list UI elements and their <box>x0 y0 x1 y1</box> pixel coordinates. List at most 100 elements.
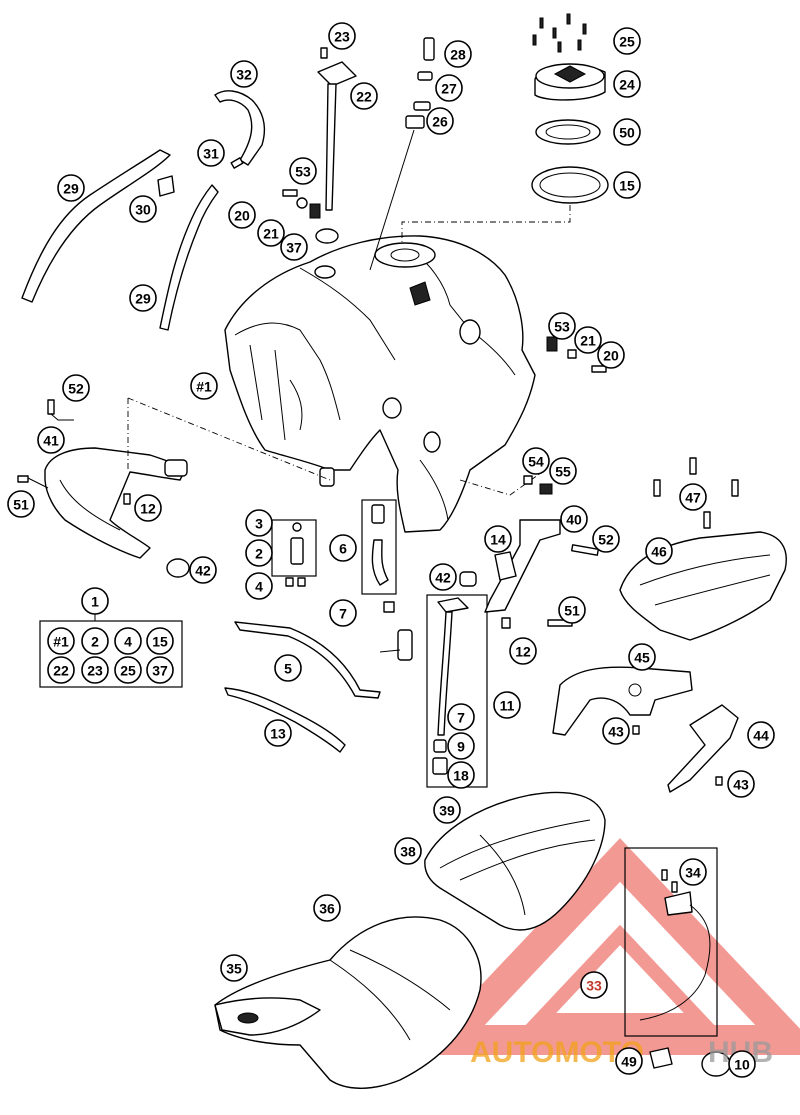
callout-bubble <box>264 719 292 747</box>
callout-bubble <box>7 490 35 518</box>
callout-bubble <box>280 233 308 261</box>
callout-c49: 49 <box>615 1047 643 1075</box>
callout-bubble <box>328 22 356 50</box>
callout-label: 41 <box>43 433 59 449</box>
callout-bubble <box>190 372 218 400</box>
passenger-seat <box>424 791 606 931</box>
reference-lines <box>127 397 546 496</box>
pump-screws <box>532 13 587 53</box>
kit-callout-bubble <box>114 627 142 655</box>
callout-label: 53 <box>554 319 570 335</box>
callout-c54: 54 <box>522 447 550 475</box>
callout-label: 26 <box>432 114 448 130</box>
callout-label: 53 <box>295 164 311 180</box>
callout-label: 13 <box>270 726 286 742</box>
callout-c7a: 7 <box>329 599 357 627</box>
callout-label: 49 <box>621 1054 637 1070</box>
callout-bubble <box>220 954 248 982</box>
callout-c3: 3 <box>245 509 273 537</box>
callout-bubble <box>560 505 588 533</box>
callout-c45: 45 <box>628 643 656 671</box>
callout-c42b: 42 <box>429 563 457 591</box>
callout-c15: 15 <box>613 171 641 199</box>
callout-label: 4 <box>255 579 263 595</box>
callout-c12a: 12 <box>134 494 162 522</box>
callout-label: 7 <box>339 606 347 622</box>
callout-c27: 27 <box>435 74 463 102</box>
kit-callout-label: #1 <box>53 634 69 650</box>
callout-label: 38 <box>400 844 416 860</box>
callout-c28: 28 <box>444 40 472 68</box>
callout-c53b: 53 <box>548 312 576 340</box>
callout-bubble <box>602 717 630 745</box>
callout-label: 1 <box>91 594 99 610</box>
callout-label: 5 <box>284 661 292 677</box>
callout-c35: 35 <box>220 954 248 982</box>
callout-label: 22 <box>356 89 372 105</box>
callout-label: 43 <box>608 724 624 740</box>
callout-bubble <box>592 525 620 553</box>
callout-c29a: 29 <box>57 174 85 202</box>
kit-callout-k22: 22 <box>47 656 75 684</box>
callout-label: 14 <box>490 532 506 548</box>
callout-bubble <box>679 858 707 886</box>
callout-bubble <box>228 201 256 229</box>
callout-bubble <box>197 139 225 167</box>
callout-label: 25 <box>619 34 635 50</box>
callout-bubble <box>245 572 273 600</box>
callout-label: 21 <box>580 333 596 349</box>
callout-c52a: 52 <box>62 374 90 402</box>
callout-bubble <box>727 770 755 798</box>
callout-c4: 4 <box>245 572 273 600</box>
callout-label: 46 <box>651 544 667 560</box>
seat-lock-brackets <box>552 666 739 793</box>
callout-bubble <box>57 174 85 202</box>
callout-c20a: 20 <box>228 201 256 229</box>
kit-box <box>39 614 183 688</box>
callout-label: 43 <box>733 777 749 793</box>
callout-bubble <box>444 40 472 68</box>
callout-bubble <box>747 721 775 749</box>
callout-bubble <box>493 691 521 719</box>
callout-bubble <box>447 703 475 731</box>
callout-label: 9 <box>457 739 465 755</box>
callout-c41: 41 <box>37 426 65 454</box>
callout-bubble <box>426 107 454 135</box>
callout-bubble <box>189 556 217 584</box>
callout-label: 36 <box>319 901 335 917</box>
callout-label: 30 <box>135 202 151 218</box>
callout-bubble <box>129 195 157 223</box>
callout-c30: 30 <box>129 195 157 223</box>
callout-bubble <box>484 525 512 553</box>
kit-callout-label: 4 <box>124 634 132 650</box>
callout-c26: 26 <box>426 107 454 135</box>
callout-label: 42 <box>435 570 451 586</box>
callout-bubble <box>613 27 641 55</box>
callout-bubble <box>289 157 317 185</box>
callout-label: 42 <box>195 563 211 579</box>
fuel-tank <box>224 235 536 533</box>
callout-c42a: 42 <box>189 556 217 584</box>
callout-label: 23 <box>334 29 350 45</box>
callout-c20b: 20 <box>597 341 625 369</box>
callout-bubble <box>628 643 656 671</box>
callout-bubble <box>679 483 707 511</box>
callout-c1a: #1 <box>190 372 218 400</box>
callout-c53a: 53 <box>289 157 317 185</box>
callout-label: 27 <box>441 81 457 97</box>
callout-bubble <box>613 171 641 199</box>
callout-c21b: 21 <box>574 326 602 354</box>
callout-label: 28 <box>450 47 466 63</box>
kit-callout-bubble <box>81 627 109 655</box>
callout-label: 11 <box>500 698 515 714</box>
callout-label: 21 <box>263 226 279 242</box>
callout-label: 44 <box>753 728 769 744</box>
callout-label: 50 <box>619 125 635 141</box>
callout-label: 33 <box>586 978 602 994</box>
callout-bubble <box>548 312 576 340</box>
callout-c55: 55 <box>549 457 577 485</box>
callout-label: 20 <box>234 208 250 224</box>
callout-label: 24 <box>619 77 635 93</box>
callout-label: 45 <box>634 650 650 666</box>
rider-seat <box>214 916 482 1089</box>
